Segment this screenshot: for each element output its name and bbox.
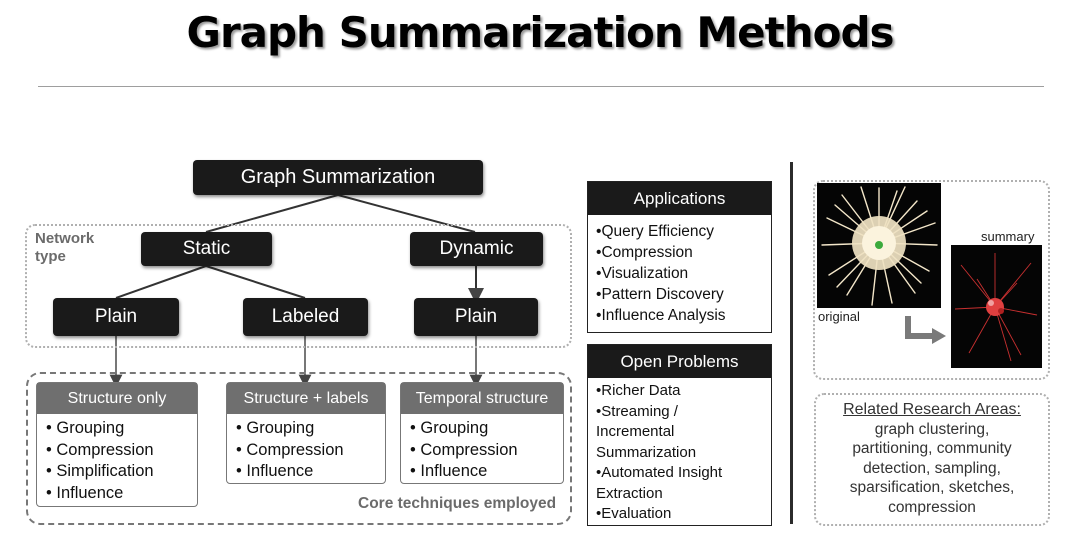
tech-item: Grouping (410, 418, 563, 440)
graph-images-zone (813, 180, 1050, 380)
related-research-line: compression (888, 498, 976, 516)
original-to-summary-arrow (905, 316, 934, 339)
applications-panel: Applications Query Efficiency Compressio… (587, 181, 772, 333)
tech-item: Influence (410, 461, 563, 483)
vertical-separator (790, 162, 793, 524)
node-static: Static (141, 232, 272, 266)
application-item: Influence Analysis (596, 305, 765, 326)
page-title: Graph Summarization Methods (186, 8, 894, 57)
node-plain-static: Plain (53, 298, 179, 336)
core-techniques-zone (26, 372, 572, 525)
tech-item: Compression (236, 440, 385, 462)
tech-list: Grouping Compression Influence (401, 418, 563, 483)
open-problems-panel: Open Problems Richer Data Streaming / In… (587, 344, 772, 526)
node-labeled: Labeled (243, 298, 368, 336)
related-research-line: graph clustering, (874, 420, 990, 438)
related-research-zone (814, 393, 1050, 526)
original-label: original (818, 309, 860, 324)
application-item: Visualization (596, 263, 765, 284)
network-type-zone (25, 224, 572, 348)
problem-item: Automated Insight (596, 463, 765, 484)
original-graph-image (817, 183, 941, 308)
problem-item: Evaluation (596, 504, 765, 525)
summary-graph-drawing (954, 253, 1038, 362)
problem-item-continued: Summarization (596, 443, 697, 461)
core-techniques-label: Core techniques employed (358, 495, 557, 512)
problem-item-continued: Incremental (596, 423, 675, 440)
tech-header: Temporal structure (401, 383, 563, 414)
edge-static-plain (115, 265, 207, 299)
network-type-label: Network type (35, 230, 95, 265)
tech-item: Influence (236, 461, 385, 483)
related-research-line: partitioning, community (852, 440, 1012, 457)
node-graph-summarization: Graph Summarization (193, 160, 483, 195)
summary-graph-image (951, 245, 1042, 368)
tech-structure-only: Structure only Grouping Compression Simp… (36, 382, 198, 507)
node-dynamic: Dynamic (410, 232, 543, 266)
related-research: Related Research Areas: graph clustering… (816, 400, 1048, 517)
application-item: Query Efficiency (596, 221, 765, 242)
original-graph-drawing (821, 186, 938, 306)
tech-item: Influence (46, 483, 197, 505)
problem-item-continued: Extraction (596, 484, 663, 502)
tech-structure-labels: Structure + labels Grouping Compression … (226, 382, 386, 484)
tech-item: Compression (410, 440, 563, 462)
summary-label: summary (981, 229, 1035, 244)
tech-header: Structure only (37, 383, 197, 414)
application-item: Pattern Discovery (596, 284, 765, 305)
problem-item: Streaming / (596, 402, 765, 423)
related-research-line: detection, sampling, (863, 459, 1001, 477)
related-research-line: sparsification, sketches, (849, 479, 1015, 496)
open-problems-list: Richer Data Streaming / Incremental Summ… (588, 378, 771, 525)
tech-header: Structure + labels (227, 383, 385, 414)
tech-item: Grouping (236, 418, 385, 440)
tech-item: Compression (46, 440, 197, 462)
edge-static-labeled (205, 265, 306, 299)
tech-temporal-structure: Temporal structure Grouping Compression … (400, 382, 564, 484)
tech-item: Simplification (46, 461, 197, 483)
node-plain-dynamic: Plain (414, 298, 538, 336)
tech-list: Grouping Compression Simplification Infl… (37, 418, 197, 504)
problem-item: Richer Data (596, 381, 765, 402)
application-item: Compression (596, 242, 765, 263)
related-research-header: Related Research Areas: (843, 401, 1021, 418)
tech-list: Grouping Compression Influence (227, 418, 385, 483)
applications-header: Applications (588, 182, 771, 215)
title-divider (38, 86, 1044, 87)
applications-list: Query Efficiency Compression Visualizati… (588, 215, 771, 326)
open-problems-header: Open Problems (588, 345, 771, 378)
tech-item: Grouping (46, 418, 197, 440)
